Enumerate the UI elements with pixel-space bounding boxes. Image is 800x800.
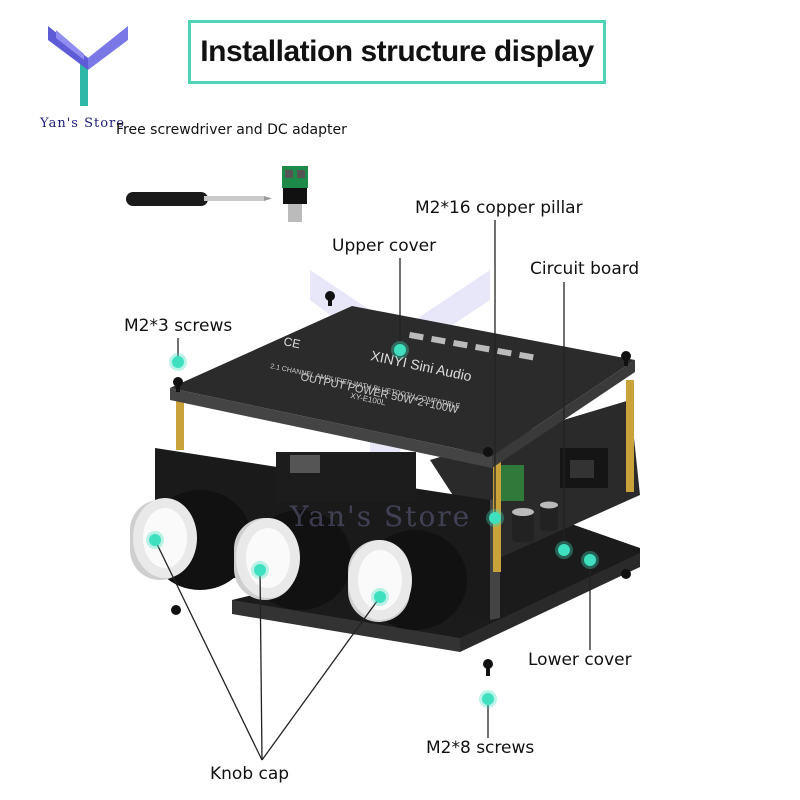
upper-cover-marker <box>394 344 406 356</box>
label-m2x8-screws: M2*8 screws <box>426 738 535 758</box>
pillar-marker <box>489 512 501 524</box>
dc-adapter-icon <box>282 166 308 222</box>
svg-text:CE: CE <box>282 334 301 351</box>
m2x8-screw-marker <box>482 693 494 705</box>
page-title: Installation structure display <box>200 35 594 68</box>
knob-right <box>348 530 467 630</box>
screwdriver-icon <box>126 192 272 206</box>
accessories-caption: Free screwdriver and DC adapter <box>116 122 347 138</box>
knob-middle-marker <box>254 564 266 576</box>
label-knob-cap: Knob cap <box>210 764 290 784</box>
label-m2x3-screws: M2*3 screws <box>124 316 233 336</box>
knob-middle <box>234 510 352 610</box>
label-circuit-board: Circuit board <box>530 259 640 279</box>
m2x3-screw-marker <box>172 356 184 368</box>
knob-right-marker <box>374 591 386 603</box>
store-logo-icon <box>48 26 128 106</box>
circuit-board-marker <box>558 544 570 556</box>
title-box: Installation structure display <box>188 20 606 84</box>
label-upper-cover: Upper cover <box>332 236 437 256</box>
watermark-text: Yan's Store <box>290 500 472 533</box>
capacitors <box>512 501 558 542</box>
screws <box>171 291 631 676</box>
store-name: Yan's Store <box>40 116 125 131</box>
leader-lines <box>154 220 591 761</box>
label-m2x16-pillar: M2*16 copper pillar <box>415 198 583 218</box>
label-lower-cover: Lower cover <box>528 650 632 670</box>
knob-left-marker <box>149 534 161 546</box>
knob-left <box>130 490 252 590</box>
lower-cover-marker <box>584 554 596 566</box>
